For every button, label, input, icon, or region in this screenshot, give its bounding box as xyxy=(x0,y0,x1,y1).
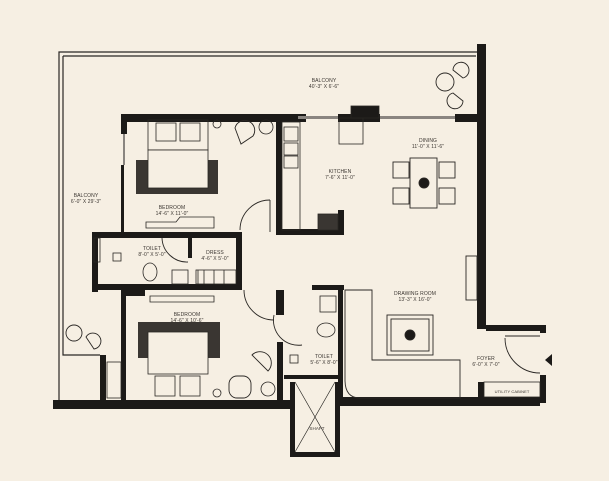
utility-cabinet xyxy=(483,381,541,398)
doors xyxy=(161,199,541,374)
bedroom-1-furniture xyxy=(136,119,274,229)
toilet-2-fixtures xyxy=(289,295,337,364)
toilet-1-fixtures xyxy=(93,237,237,303)
bedroom-2-furniture xyxy=(106,322,276,399)
balcony-chairs xyxy=(65,61,470,350)
kitchen-fixtures xyxy=(281,105,380,231)
windows xyxy=(123,116,455,165)
room-label-shaft: SHAFT xyxy=(309,426,325,431)
shaft xyxy=(294,381,336,453)
dining-table xyxy=(392,157,456,209)
drawing-room-furniture xyxy=(344,255,478,399)
entrance-arrow-icon xyxy=(545,354,552,366)
room-label-utility-cabinet: UTILITY CABINET xyxy=(494,389,530,394)
walls xyxy=(53,44,546,457)
